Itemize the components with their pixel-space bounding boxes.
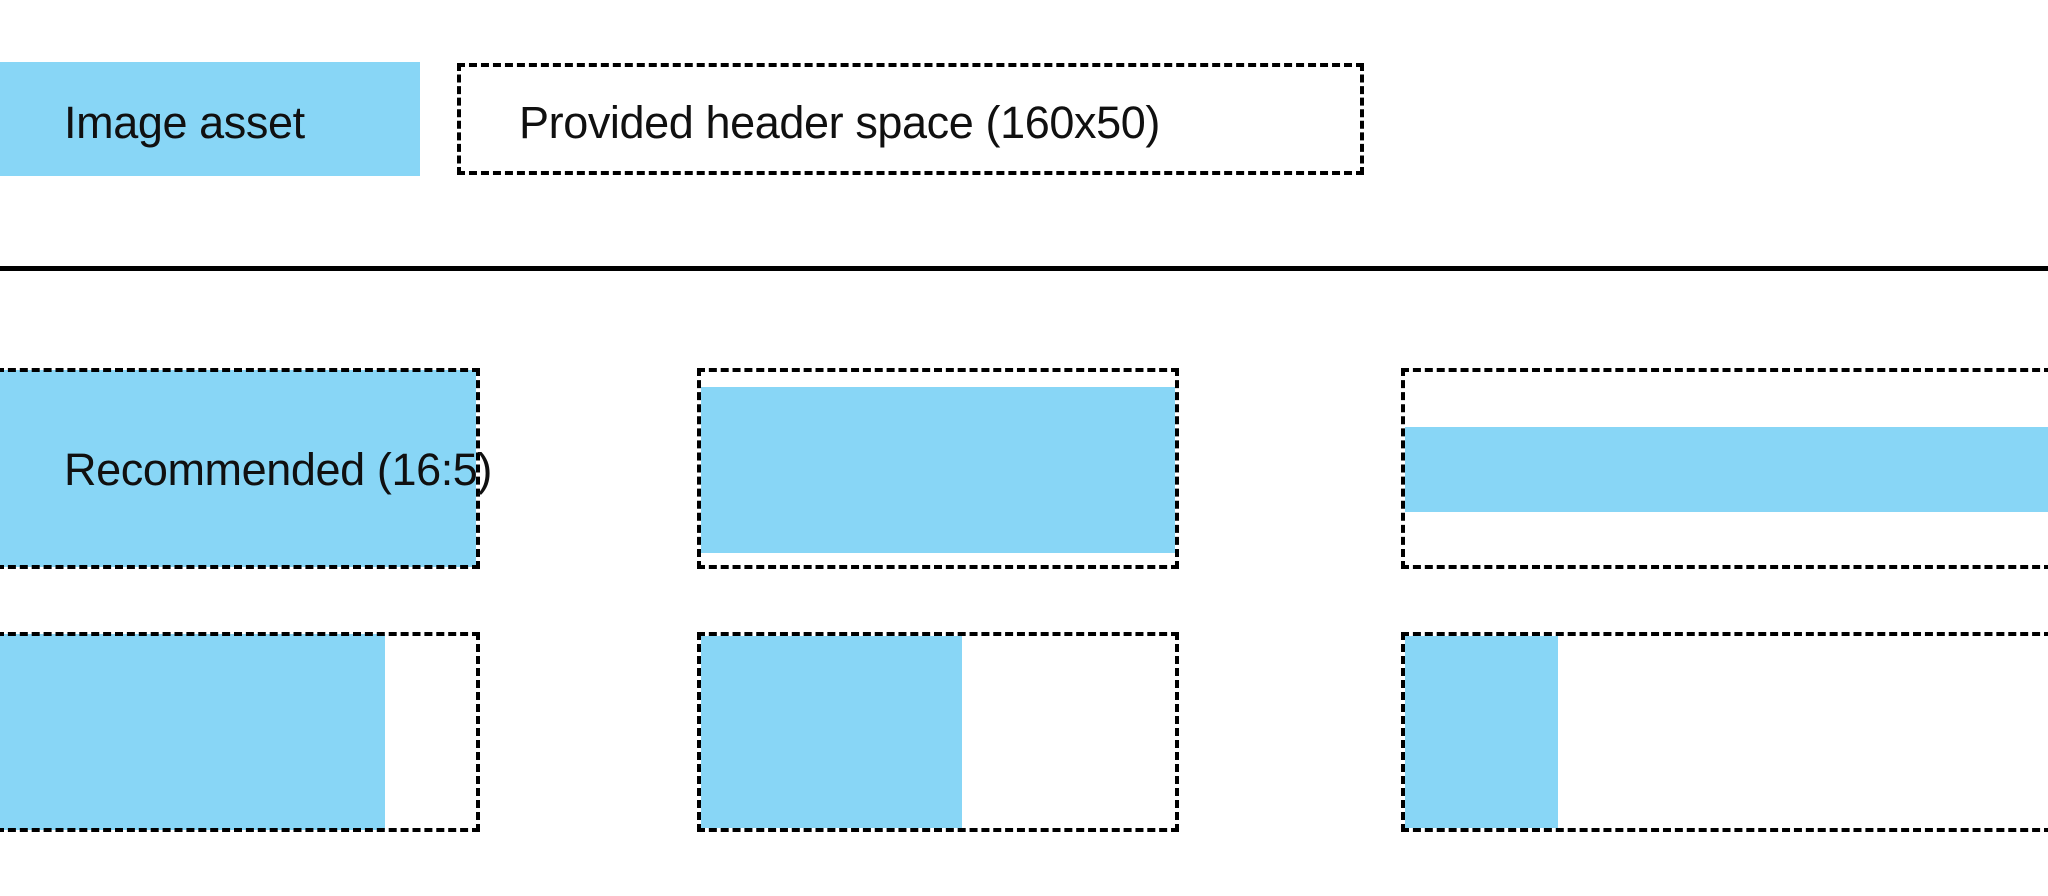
width-cell-narrow-fill	[1405, 636, 1558, 828]
image-asset-swatch	[0, 62, 420, 176]
image-asset-label: Image asset	[64, 97, 305, 148]
ratio-cell-recommended-outline	[0, 368, 480, 569]
width-cell-wide-fill	[0, 634, 385, 830]
width-cell-medium-fill	[701, 636, 962, 828]
provided-header-space-label: Provided header space (160x50)	[519, 97, 1160, 148]
width-cell-narrow-outline	[1401, 632, 2048, 832]
width-cell-wide-outline	[0, 632, 480, 832]
ratio-cell-shorter-outline	[1401, 368, 2048, 569]
ratio-cell-taller-fill	[701, 387, 1175, 553]
ratio-cell-recommended-fill	[0, 370, 476, 567]
width-cell-medium-outline	[697, 632, 1179, 832]
provided-header-space-outline	[457, 63, 1364, 175]
recommended-ratio-label: Recommended (16:5)	[64, 444, 493, 495]
ratio-cell-shorter-fill	[1405, 427, 2048, 512]
ratio-cell-taller-outline	[697, 368, 1179, 569]
section-divider	[0, 266, 2048, 271]
